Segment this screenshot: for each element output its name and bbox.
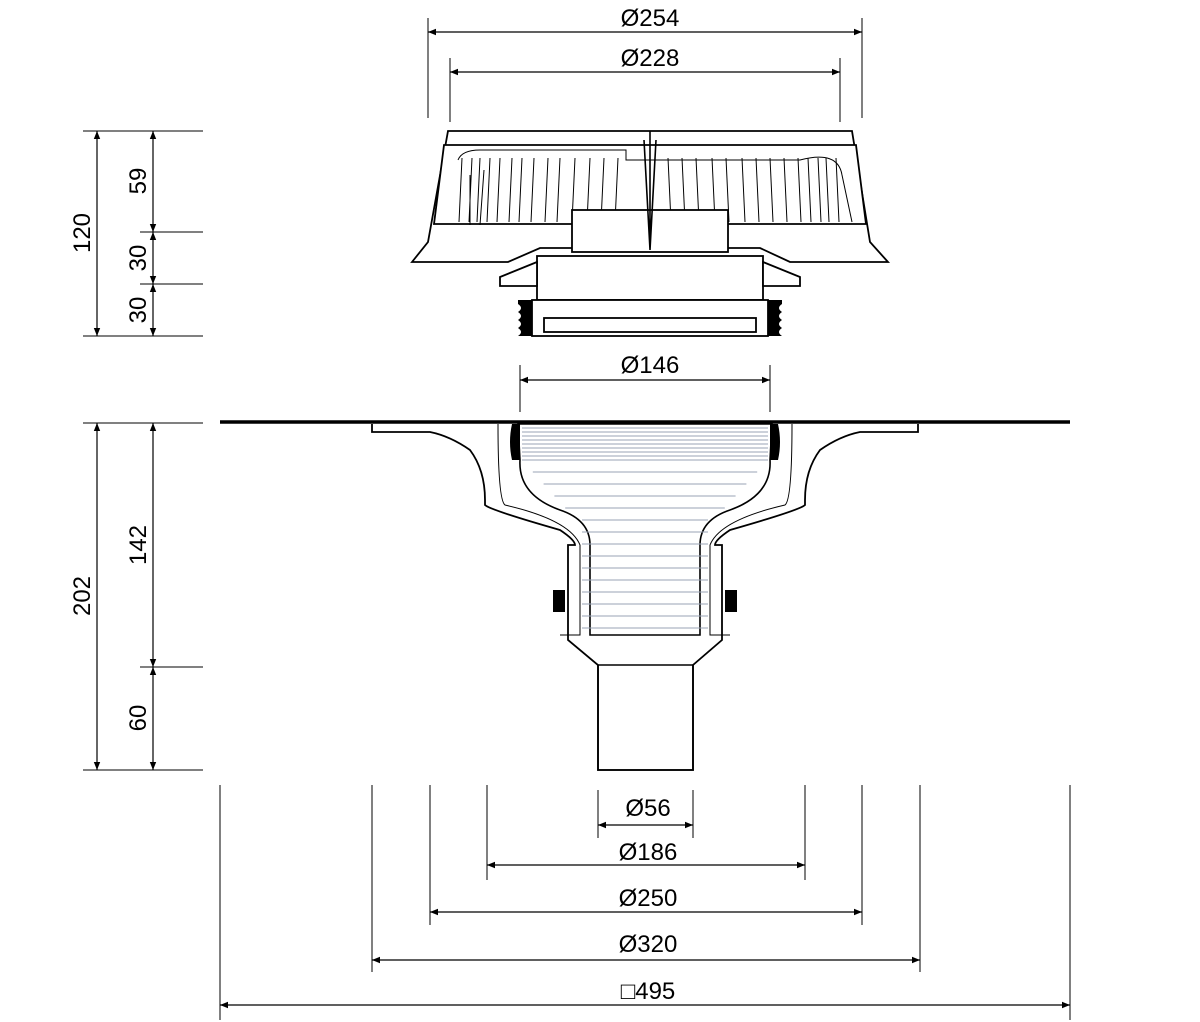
grate-slat	[476, 157, 481, 223]
grate-slat	[458, 157, 463, 223]
dim-membrane-square: □495	[621, 978, 676, 1005]
dim-outlet-height: 60	[125, 705, 152, 732]
grate-slat	[741, 157, 746, 223]
dim-outlet-diameter: Ø56	[625, 795, 670, 822]
dim-top-inner-diameter: Ø228	[621, 45, 680, 72]
grate-slat	[556, 157, 561, 223]
dim-spigot-diameter: Ø146	[621, 352, 680, 379]
dim-body-upper-height: 142	[125, 525, 152, 565]
dim-top-mid-height: 30	[125, 245, 152, 272]
grate-slat	[508, 157, 513, 223]
gravel-guard-assembly	[410, 130, 891, 337]
grate-slat	[530, 157, 535, 223]
dim-flange-inner-diameter: Ø250	[619, 885, 678, 912]
drain-body	[220, 420, 1070, 771]
grate-slat	[544, 157, 549, 223]
grate-slat	[817, 157, 822, 223]
grate-slat	[486, 157, 491, 223]
grate-slat	[807, 157, 812, 223]
dim-top-outer-diameter: Ø254	[621, 5, 680, 32]
grate-slat	[518, 157, 523, 223]
grate-slat	[835, 157, 840, 223]
grate-slat	[825, 157, 830, 223]
grate-slat	[755, 157, 760, 223]
grate-slat	[783, 157, 788, 223]
grate-slat	[769, 157, 774, 223]
dim-top-bottom-height: 30	[125, 297, 152, 324]
grate-slat	[496, 157, 501, 223]
dimension-annotations: Ø254 Ø228 120 59 30 30 Ø146 202 142 60 Ø…	[69, 5, 1071, 1020]
grate-slats	[458, 157, 840, 223]
dim-flange-outer-diameter: Ø320	[619, 931, 678, 958]
grate-slat	[797, 157, 802, 223]
dim-top-total-height: 120	[69, 213, 96, 253]
dim-bowl-diameter: Ø186	[619, 839, 678, 866]
grate-slat	[468, 157, 473, 223]
dim-body-total-height: 202	[69, 576, 96, 616]
dim-top-grate-height: 59	[125, 168, 152, 195]
